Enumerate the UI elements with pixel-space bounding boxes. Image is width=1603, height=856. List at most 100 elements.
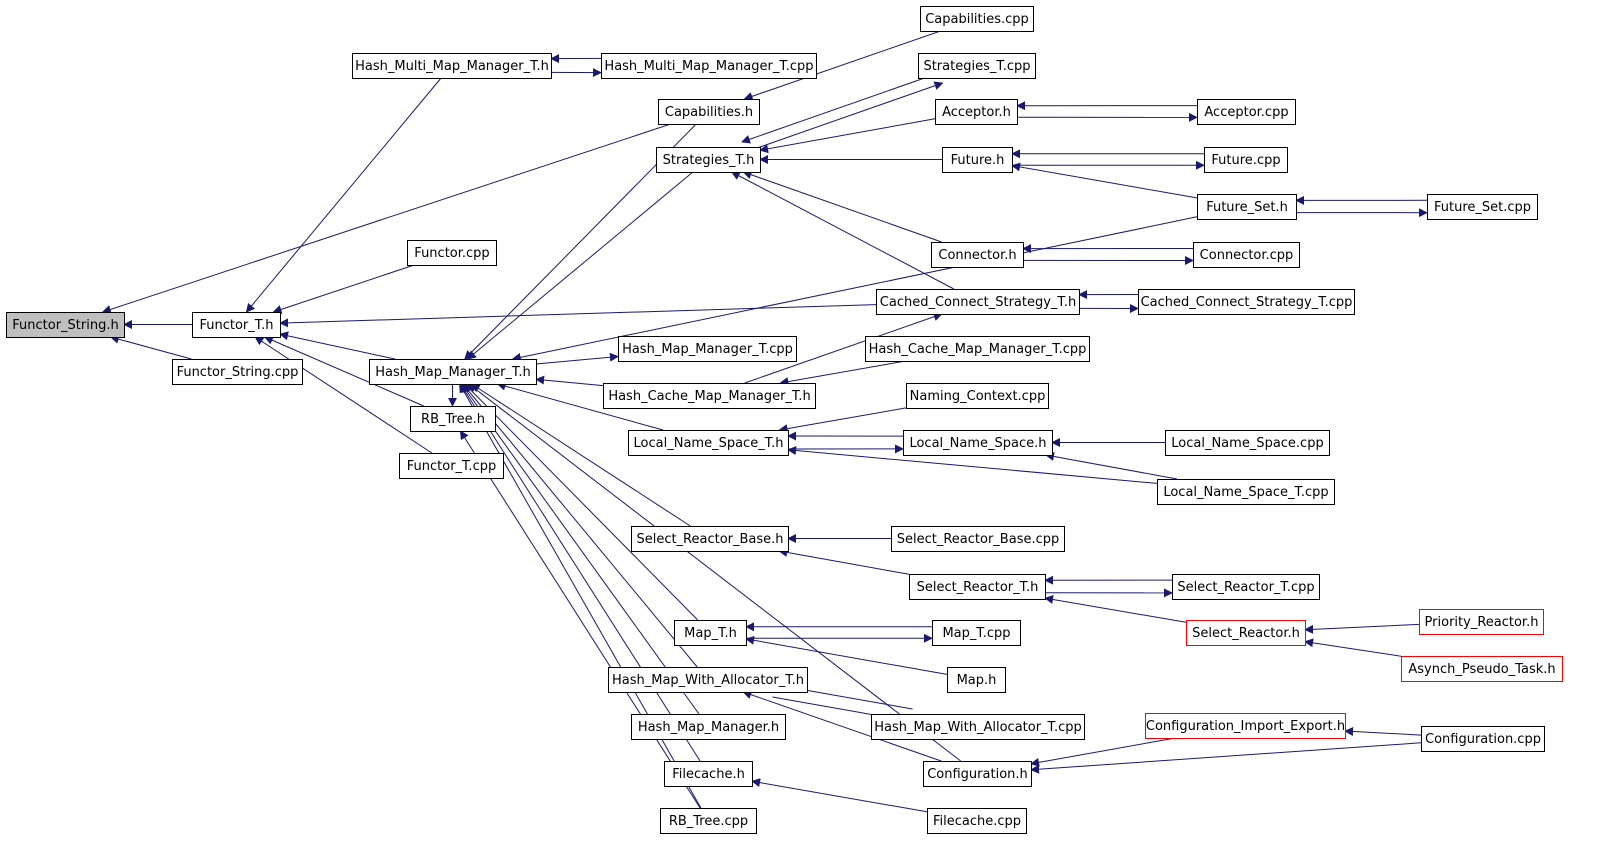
node-box (871, 714, 1085, 740)
node-asynch_pseudo_task_h[interactable]: Asynch_Pseudo_Task.h (1401, 656, 1563, 682)
node-select_reactor_h[interactable]: Select_Reactor.h (1186, 620, 1306, 646)
node-label: Hash_Map_Manager_T.cpp (622, 342, 793, 357)
edge-select_reactor_base_h-to-hash_map_manager_t_h (470, 383, 691, 527)
node-filecache_h[interactable]: Filecache.h (664, 761, 753, 787)
node-label: Local_Name_Space_T.h (634, 436, 784, 451)
edge-configuration_import_export_h-to-configuration_h (1030, 737, 1176, 767)
node-select_reactor_base_h[interactable]: Select_Reactor_Base.h (631, 526, 789, 552)
node-connector_cpp[interactable]: Connector.cpp (1193, 242, 1300, 268)
node-box (6, 312, 125, 338)
node-label: Configuration.cpp (1425, 732, 1541, 747)
node-local_name_space_cpp[interactable]: Local_Name_Space.cpp (1165, 430, 1330, 456)
node-box (1427, 194, 1538, 220)
node-capabilities_cpp[interactable]: Capabilities.cpp (920, 6, 1034, 32)
node-select_reactor_t_cpp[interactable]: Select_Reactor_T.cpp (1172, 574, 1320, 600)
node-label: Asynch_Pseudo_Task.h (1408, 662, 1555, 677)
node-label: Capabilities.h (665, 105, 753, 120)
node-label: Connector.h (938, 248, 1016, 263)
node-strategies_t_h[interactable]: Strategies_T.h (656, 147, 761, 173)
node-capabilities_h[interactable]: Capabilities.h (658, 99, 760, 125)
node-label: Map_T.cpp (942, 626, 1010, 641)
node-label: Local_Name_Space_T.cpp (1163, 485, 1328, 500)
node-map_h[interactable]: Map.h (947, 667, 1006, 693)
node-functor_cpp[interactable]: Functor.cpp (407, 240, 497, 266)
edge-naming_context_cpp-to-local_name_space_t_h (778, 407, 907, 434)
node-configuration_cpp[interactable]: Configuration.cpp (1421, 726, 1545, 752)
node-box (1165, 430, 1330, 456)
node-functor_string_h[interactable]: Functor_String.h (6, 312, 125, 338)
node-local_name_space_h[interactable]: Local_Name_Space.h (903, 430, 1053, 456)
node-box (891, 526, 1065, 552)
node-box (631, 526, 789, 552)
node-future_set_cpp[interactable]: Future_Set.cpp (1427, 194, 1538, 220)
node-functor_t_cpp[interactable]: Functor_T.cpp (399, 453, 504, 479)
node-functor_string_cpp[interactable]: Functor_String.cpp (172, 359, 303, 385)
node-label: Acceptor.h (942, 105, 1011, 120)
node-future_set_h[interactable]: Future_Set.h (1197, 194, 1297, 220)
node-acceptor_h[interactable]: Acceptor.h (935, 99, 1018, 125)
node-priority_reactor_h[interactable]: Priority_Reactor.h (1419, 609, 1544, 635)
node-rb_tree_cpp[interactable]: RB_Tree.cpp (660, 808, 757, 834)
node-map_t_cpp[interactable]: Map_T.cpp (932, 620, 1021, 646)
node-label: Hash_Map_With_Allocator_T.h (612, 673, 804, 688)
node-select_reactor_t_h[interactable]: Select_Reactor_T.h (909, 574, 1046, 600)
node-label: Future_Set.h (1206, 200, 1288, 215)
edge-configuration_h-to-hash_map_manager_t_h (468, 383, 962, 762)
node-hash_cache_map_manager_t_h[interactable]: Hash_Cache_Map_Manager_T.h (603, 383, 816, 409)
node-configuration_import_export_h[interactable]: Configuration_Import_Export.h (1145, 713, 1346, 739)
node-select_reactor_base_cpp[interactable]: Select_Reactor_Base.cpp (891, 526, 1065, 552)
node-box (1197, 194, 1297, 220)
node-label: Capabilities.cpp (925, 12, 1029, 27)
node-future_cpp[interactable]: Future.cpp (1204, 147, 1288, 173)
node-hash_multi_map_manager_t_h[interactable]: Hash_Multi_Map_Manager_T.h (352, 53, 552, 79)
node-hash_map_with_allocator_t_cpp[interactable]: Hash_Map_With_Allocator_T.cpp (871, 714, 1085, 740)
node-label: Local_Name_Space.cpp (1171, 436, 1323, 451)
edge-functor_t_cpp-to-functor_t_h (254, 336, 433, 454)
edge-map_t_h-to-hash_map_manager_t_h (464, 383, 699, 621)
node-label: Future.cpp (1211, 153, 1280, 168)
edge-capabilities_cpp-to-capabilities_h (743, 30, 941, 101)
node-map_t_h[interactable]: Map_T.h (674, 620, 747, 646)
node-cached_connect_strategy_t_cpp[interactable]: Cached_Connect_Strategy_T.cpp (1138, 289, 1355, 315)
node-box (1193, 242, 1300, 268)
node-acceptor_cpp[interactable]: Acceptor.cpp (1197, 99, 1296, 125)
edge-cached_connect_strategy_t_h-to-functor_t_h (279, 304, 877, 328)
node-label: Hash_Multi_Map_Manager_T.cpp (604, 59, 813, 74)
node-box (1145, 713, 1346, 739)
node-label: Local_Name_Space.h (909, 436, 1046, 451)
node-hash_map_with_allocator_t_h[interactable]: Hash_Map_With_Allocator_T.h (608, 667, 808, 693)
node-hash_map_manager_h[interactable]: Hash_Map_Manager.h (631, 714, 786, 740)
node-box (407, 240, 497, 266)
node-label: Naming_Context.cpp (910, 389, 1046, 404)
node-hash_map_manager_t_h[interactable]: Hash_Map_Manager_T.h (369, 359, 537, 385)
node-label: Cached_Connect_Strategy_T.cpp (1141, 295, 1353, 310)
edge-local_name_space_t_cpp-to-local_name_space_h (1045, 452, 1178, 480)
node-filecache_cpp[interactable]: Filecache.cpp (927, 808, 1027, 834)
node-hash_map_manager_t_cpp[interactable]: Hash_Map_Manager_T.cpp (618, 336, 797, 362)
node-hash_cache_map_manager_t_cpp[interactable]: Hash_Cache_Map_Manager_T.cpp (865, 336, 1090, 362)
node-box (352, 53, 552, 79)
node-connector_h[interactable]: Connector.h (931, 242, 1024, 268)
edge-strategies_t_cpp-to-strategies_t_h (741, 72, 939, 144)
node-local_name_space_t_h[interactable]: Local_Name_Space_T.h (628, 430, 789, 456)
node-box (410, 406, 496, 432)
node-naming_context_cpp[interactable]: Naming_Context.cpp (906, 383, 1049, 409)
edge-configuration_cpp-to-configuration_import_export_h (1344, 726, 1422, 736)
node-cached_connect_strategy_t_h[interactable]: Cached_Connect_Strategy_T.h (876, 289, 1080, 315)
node-rb_tree_h[interactable]: RB_Tree.h (410, 406, 496, 432)
node-label: Strategies_T.h (663, 153, 755, 168)
node-functor_t_h[interactable]: Functor_T.h (192, 312, 281, 338)
node-configuration_h[interactable]: Configuration.h (923, 761, 1032, 787)
node-box (1419, 609, 1544, 635)
node-box (192, 312, 281, 338)
edge-hash_cache_map_manager_t_h-to-cached_connect_strategy_t_h (744, 312, 943, 384)
node-future_h[interactable]: Future.h (942, 147, 1013, 173)
node-strategies_t_cpp[interactable]: Strategies_T.cpp (918, 53, 1036, 79)
node-hash_multi_map_manager_t_cpp[interactable]: Hash_Multi_Map_Manager_T.cpp (601, 53, 817, 79)
edge-future_set_h-to-hash_map_manager_t_h (511, 216, 1198, 362)
node-label: Select_Reactor_T.h (917, 580, 1039, 595)
edge-configuration_cpp-to-configuration_h (1030, 742, 1422, 774)
edge-functor_string_cpp-to-functor_string_h (109, 334, 192, 360)
edge-filecache_h-to-hash_map_manager_t_h (459, 383, 701, 762)
node-local_name_space_t_cpp[interactable]: Local_Name_Space_T.cpp (1157, 479, 1335, 505)
